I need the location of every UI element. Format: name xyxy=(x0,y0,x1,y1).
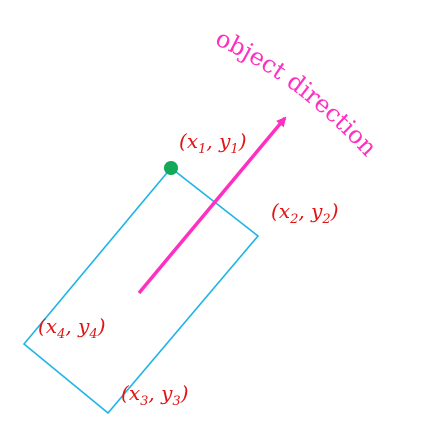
corner-label-2: (x2, y2) xyxy=(271,199,339,227)
corner-label-3: (x3, y3) xyxy=(121,381,189,409)
corner-label-4: (x4, y4) xyxy=(38,314,106,342)
oriented-bounding-box xyxy=(22,166,260,415)
first-corner-dot xyxy=(164,161,178,175)
object-direction-text: object direction xyxy=(211,24,382,162)
object-direction-label: object direction xyxy=(211,24,382,162)
corner-label-1: (x1, y1) xyxy=(179,129,247,157)
direction-arrow xyxy=(137,116,287,295)
